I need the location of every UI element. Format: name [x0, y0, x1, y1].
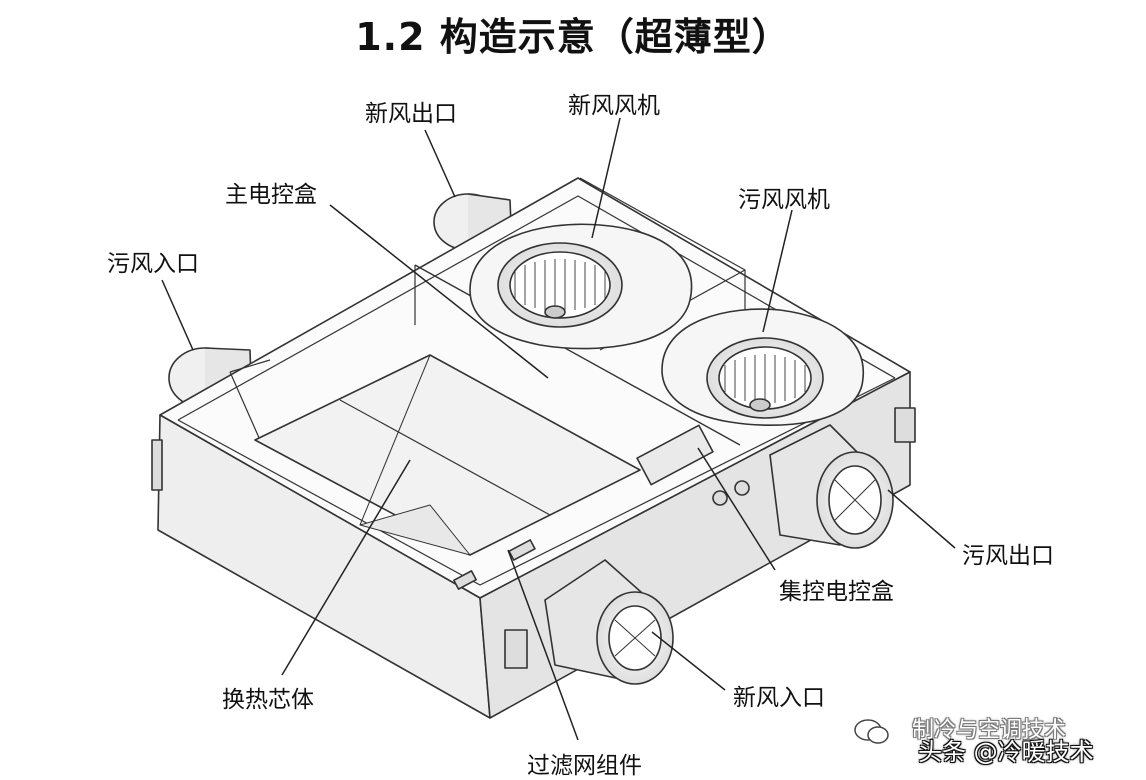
label-exhaust-outlet: 污风出口: [962, 543, 1054, 569]
leader-exhaust-outlet: [887, 489, 956, 549]
label-exhaust-inlet: 污风入口: [107, 251, 199, 277]
exhaust-outlet-duct: [769, 424, 894, 549]
leader-fresh-air-fan: [591, 117, 621, 239]
label-fresh-air-inlet: 新风入口: [733, 685, 825, 711]
central-control-box-shape: [636, 424, 714, 486]
label-exhaust-fan: 污风风机: [738, 187, 830, 213]
label-main-control-box: 主电控盒: [225, 182, 317, 208]
label-filter-assembly: 过滤网组件: [527, 753, 642, 779]
heat-exchange-core-shape: [254, 354, 641, 556]
fresh-air-inlet-duct: [544, 559, 674, 685]
watermark-source: 制冷与空调技术: [912, 718, 1067, 743]
leader-fresh-air-outlet: [424, 129, 456, 198]
label-heat-exchange-core: 换热芯体: [222, 687, 314, 713]
page-title: 1.2 构造示意（超薄型）: [355, 15, 791, 59]
fresh-air-fan-shape: [469, 223, 693, 350]
leader-exhaust-inlet: [161, 279, 194, 351]
wechat-logo-icon: [854, 719, 889, 744]
leader-main-control-box: [329, 204, 549, 379]
exhaust-fan-shape: [661, 308, 865, 426]
label-fresh-air-fan: 新风风机: [568, 93, 660, 119]
leader-heat-exchange-core: [281, 459, 411, 676]
leader-fresh-air-inlet: [651, 631, 726, 691]
partition-wall: [414, 264, 741, 446]
watermark-author: 头条 @冷暖技术: [918, 738, 1094, 766]
label-central-control-box: 集控电控盒: [779, 579, 894, 605]
leader-filter-assembly: [507, 549, 579, 741]
label-fresh-air-outlet: 新风出口: [365, 101, 457, 127]
leader-central-control-box: [697, 447, 776, 571]
leader-exhaust-fan: [762, 209, 793, 333]
